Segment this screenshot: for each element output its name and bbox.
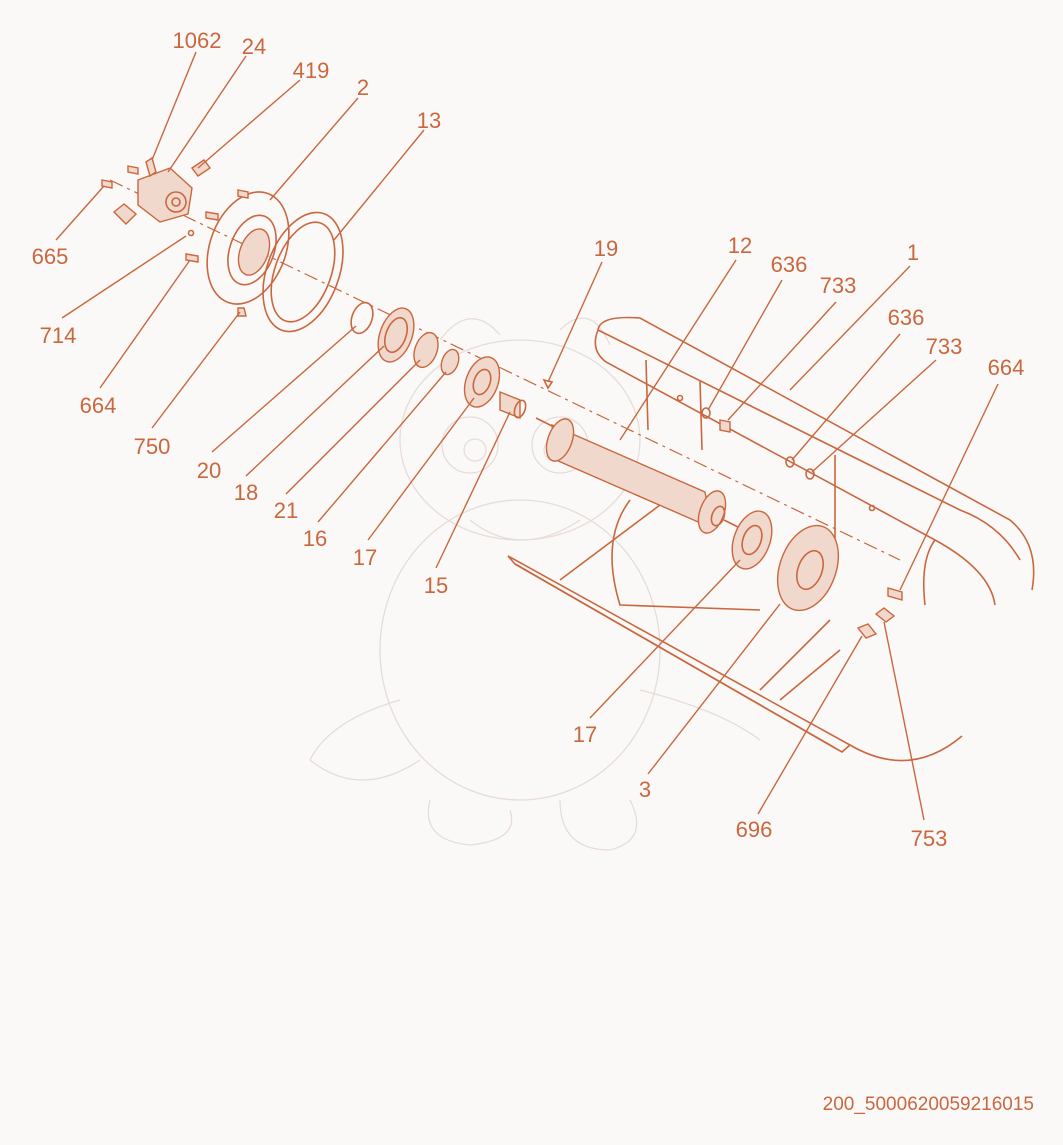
callout-714: 714	[40, 323, 77, 348]
callout-21: 21	[274, 498, 298, 523]
callout-636: 636	[888, 305, 925, 330]
mascot-watermark	[309, 317, 761, 851]
assembly-axis	[109, 179, 901, 561]
callout-696: 696	[736, 817, 773, 842]
right-bearing-and-flange	[731, 510, 903, 639]
callout-17-left: 17	[353, 545, 377, 570]
callout-18: 18	[234, 480, 258, 505]
drawing-id: 200_5000620059216015	[822, 1094, 1034, 1115]
callout-labels: 1062 24 419 2 13 665 714 664 750 20 18 2…	[32, 28, 1025, 851]
rotor-shaft	[535, 417, 741, 534]
callout-664: 664	[80, 393, 117, 418]
callout-636-top: 636	[771, 252, 808, 277]
callout-16: 16	[303, 526, 327, 551]
callout-2: 2	[357, 75, 369, 100]
callout-17-right: 17	[573, 722, 597, 747]
callout-419: 419	[293, 58, 330, 83]
callout-750: 750	[134, 434, 171, 459]
callout-19: 19	[594, 236, 618, 261]
callout-1: 1	[907, 240, 919, 265]
hydraulic-motor	[101, 156, 212, 225]
callout-20: 20	[197, 458, 221, 483]
callout-24: 24	[242, 34, 266, 59]
callout-664-right: 664	[988, 355, 1025, 380]
bearing-stack	[350, 301, 554, 420]
callout-665: 665	[32, 244, 69, 269]
gasket	[262, 211, 344, 333]
callout-12: 12	[728, 233, 752, 258]
leader-lines	[55, 51, 999, 821]
callout-1062: 1062	[173, 28, 222, 53]
callout-13: 13	[417, 108, 441, 133]
callout-15: 15	[424, 573, 448, 598]
flange-plate	[185, 189, 290, 317]
callout-3: 3	[639, 777, 651, 802]
callout-733: 733	[926, 334, 963, 359]
fasteners	[676, 394, 876, 512]
callout-753: 753	[911, 826, 948, 851]
callout-733-top: 733	[820, 273, 857, 298]
rotor-housing	[507, 316, 1035, 762]
